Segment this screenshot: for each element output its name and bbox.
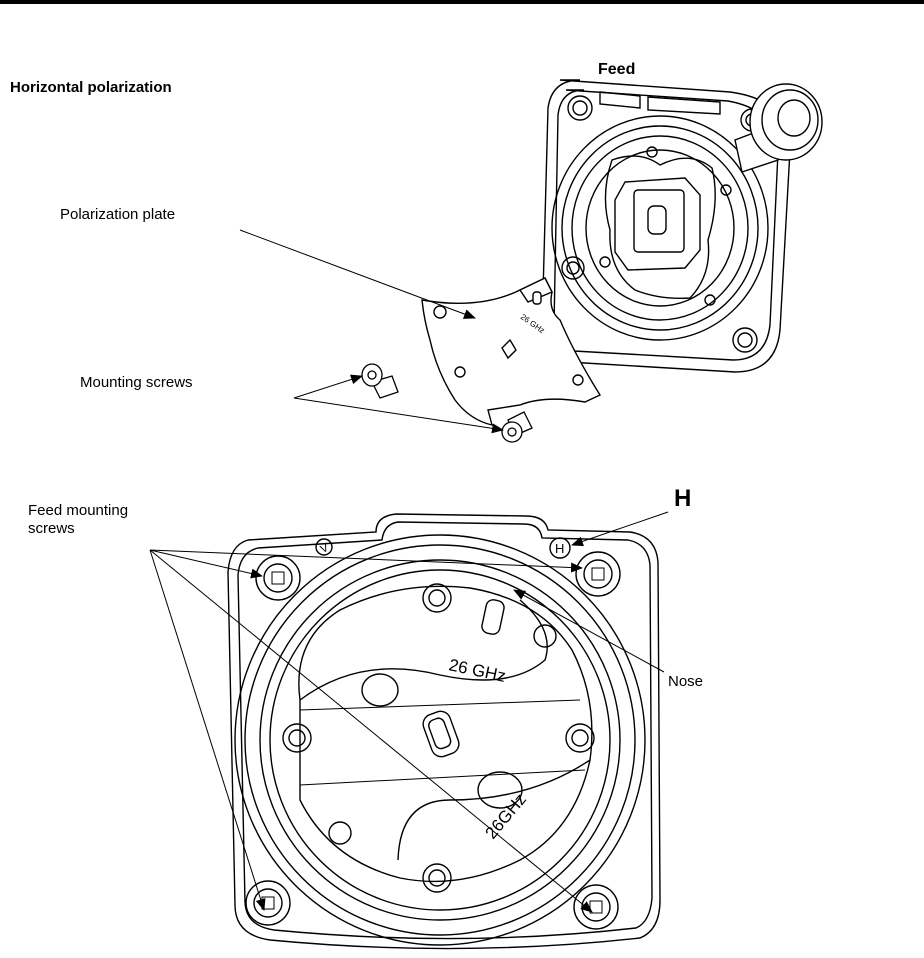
feed-mounting-screws-label-line2: screws (28, 520, 75, 538)
polarization-plate-label: Polarization plate (60, 206, 175, 224)
h-marker-label: H (674, 486, 691, 512)
h-circle-letter: H (555, 541, 564, 556)
feed-label: Feed (598, 61, 635, 79)
mounting-screw-2 (502, 412, 532, 442)
page-title: Horizontal polarization (10, 79, 172, 97)
feed-mounting-screws-label-line1: Feed mounting (28, 502, 128, 520)
feed-part (542, 80, 822, 372)
mounting-screw-1 (362, 364, 398, 398)
antenna-flange (228, 514, 660, 949)
nose-label: Nose (668, 673, 703, 691)
mounting-screws-label: Mounting screws (80, 374, 193, 392)
